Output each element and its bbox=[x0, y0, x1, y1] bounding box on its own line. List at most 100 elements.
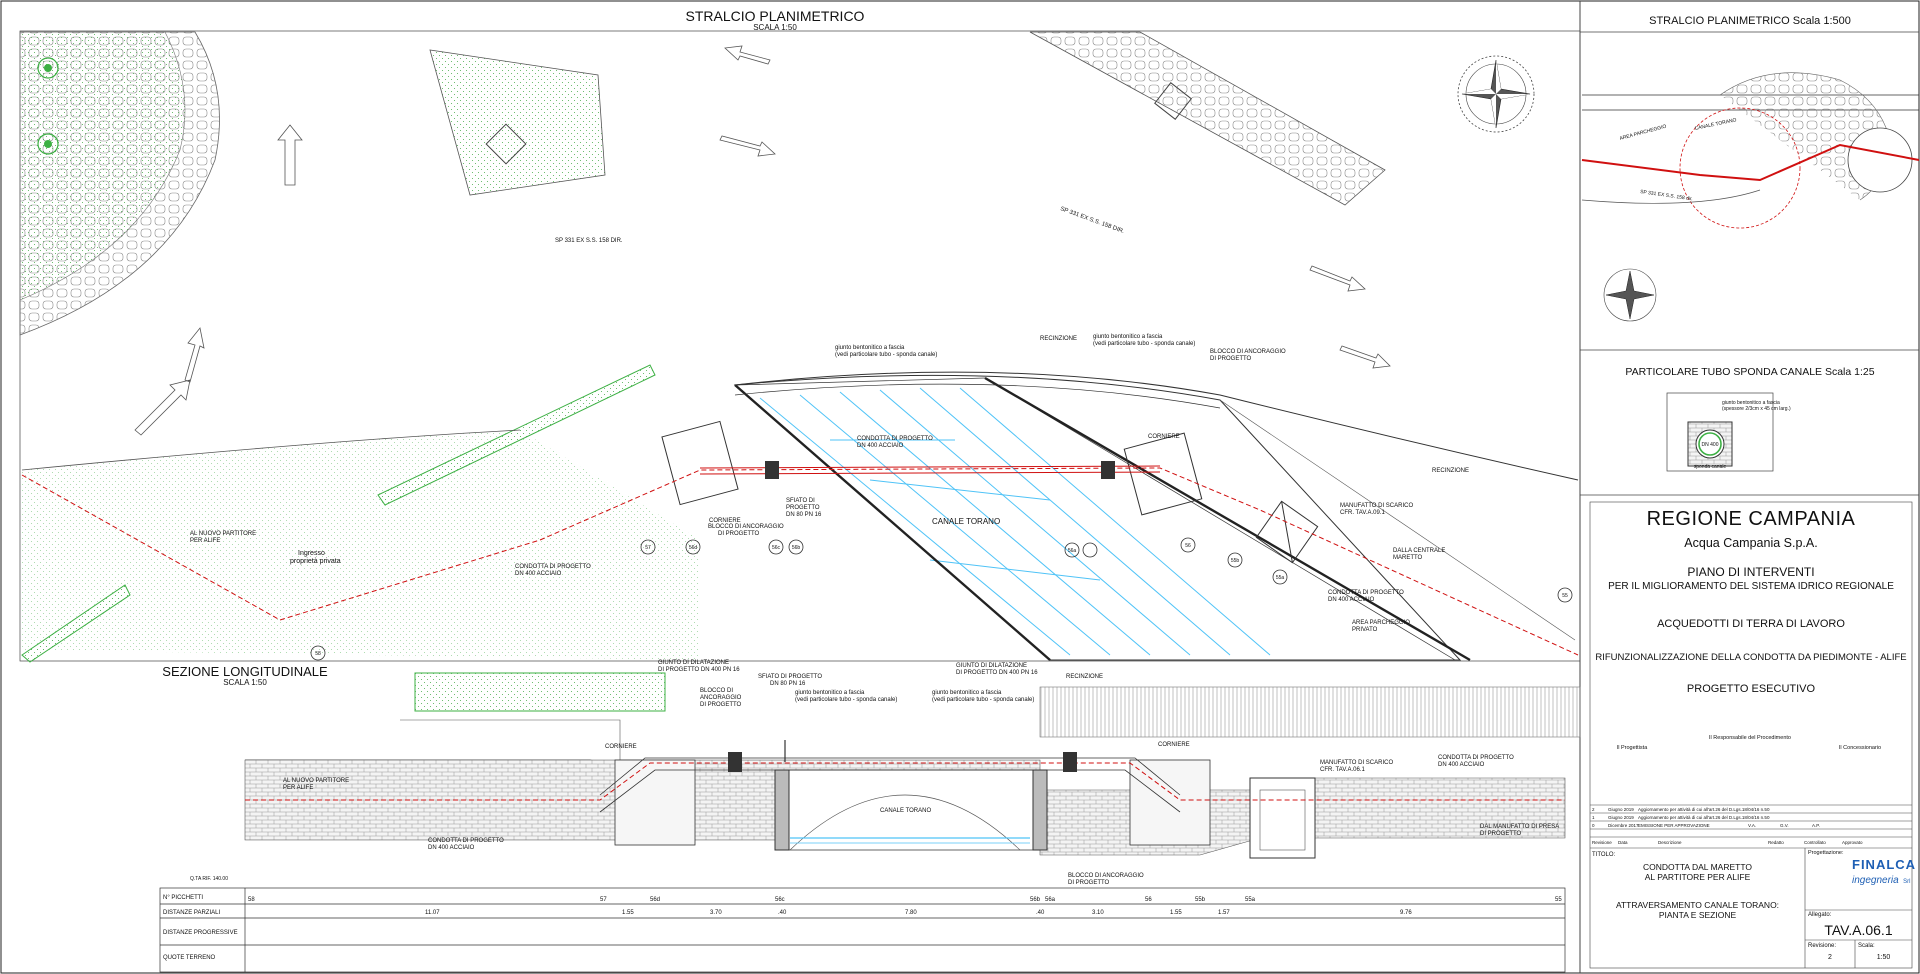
note: SP 331 EX S.S. 158 dir. bbox=[1640, 189, 1693, 202]
rev-desc: Aggiornamento per attività di cui all'ar… bbox=[1638, 815, 1770, 820]
rev-gv: G.V. bbox=[1780, 823, 1789, 828]
picket-value: 56c bbox=[775, 897, 785, 903]
note: DI PROGETTO DN 400 PN 16 bbox=[956, 670, 1038, 676]
note: DALLA CENTRALE bbox=[1393, 548, 1445, 554]
rev-desc: Aggiornamento per attività di cui all'ar… bbox=[1638, 807, 1770, 812]
scale-label: Scala: bbox=[1858, 943, 1875, 949]
note: BLOCCO DI bbox=[700, 688, 733, 694]
section-scale: SCALA 1:50 bbox=[223, 678, 267, 687]
north-arrow-icon bbox=[1603, 268, 1657, 322]
titolo-line: CONDOTTA DAL MARETTO bbox=[1643, 862, 1752, 872]
note: proprietà privata bbox=[290, 558, 341, 565]
picket-value: 55 bbox=[1555, 897, 1562, 903]
note: BLOCCO DI ANCORAGGIO bbox=[1210, 349, 1286, 355]
note: DN 400 bbox=[1702, 442, 1719, 448]
note: GIUNTO DI DILATAZIONE bbox=[658, 660, 729, 666]
side-plan-title: STRALCIO PLANIMETRICO Scala 1:500 bbox=[1649, 15, 1851, 27]
aqueduct-name: ACQUEDOTTI DI TERRA DI LAVORO bbox=[1657, 618, 1845, 630]
north-arrow-icon bbox=[1457, 55, 1535, 133]
picket-label: 58 bbox=[315, 651, 321, 657]
picket-value: 55a bbox=[1245, 897, 1256, 903]
note: CONDOTTA DI PROGETTO bbox=[857, 436, 933, 442]
road-label: SP 331 EX S.S. 158 DIR. bbox=[555, 238, 623, 244]
note: Q.TA RIF. 140.00 bbox=[190, 876, 228, 882]
rev-head-date: Data bbox=[1618, 840, 1628, 845]
picket-label: 55 bbox=[1562, 593, 1568, 599]
note: Ingresso bbox=[298, 550, 325, 557]
picket-value: 58 bbox=[248, 897, 255, 903]
titolo-label: TITOLO: bbox=[1592, 852, 1616, 858]
note: CORNIERE bbox=[709, 518, 741, 524]
note: (vedi particolare tubo - sponda canale) bbox=[1093, 341, 1195, 347]
revision-value: 2 bbox=[1828, 954, 1832, 961]
note: MANUFATTO DI SCARICO bbox=[1340, 503, 1413, 509]
note: CORNIERE bbox=[605, 744, 637, 750]
note: giunto bentonitico a fascia bbox=[1722, 400, 1780, 406]
distance-value: 3.70 bbox=[710, 910, 722, 916]
note: CONDOTTA DI PROGETTO bbox=[428, 838, 504, 844]
picket-label: 56 bbox=[1185, 543, 1191, 549]
rev-date: Dicembre 2017 bbox=[1608, 823, 1639, 828]
note: AL NUOVO PARTITORE bbox=[283, 778, 349, 784]
note: PRIVATO bbox=[1352, 627, 1378, 633]
note: MARETTO bbox=[1393, 555, 1423, 561]
note: sponda canale bbox=[1694, 464, 1727, 470]
note: AREA PARCHEGGIO bbox=[1619, 124, 1667, 142]
distance-value: 3.10 bbox=[1092, 910, 1104, 916]
distance-value: 7.80 bbox=[905, 910, 917, 916]
rev-ap: A.P. bbox=[1812, 823, 1820, 828]
note: DI PROGETTO bbox=[700, 702, 742, 708]
note: CORNIERE bbox=[1148, 434, 1180, 440]
side-plan bbox=[1581, 72, 1920, 322]
picket-value: 55b bbox=[1195, 897, 1206, 903]
note: DAL MANUFATTO DI PRESA bbox=[1480, 824, 1559, 830]
road-label: SP 331 EX S.S. 158 DIR. bbox=[1059, 206, 1125, 235]
titolo-line: AL PARTITORE PER ALIFE bbox=[1644, 872, 1751, 882]
note: (vedi particolare tubo - sponda canale) bbox=[835, 352, 937, 358]
rev-date: Giugno 2019 bbox=[1608, 815, 1634, 820]
picket-value: 56d bbox=[650, 897, 660, 903]
note: giunto bentonitico a fascia bbox=[835, 345, 905, 351]
detail-title: PARTICOLARE TUBO SPONDA CANALE Scala 1:2… bbox=[1625, 366, 1874, 378]
progettazione-label: Progettazione: bbox=[1808, 850, 1844, 856]
note: DI PROGETTO bbox=[1210, 356, 1252, 362]
logo-text: FINALCA bbox=[1852, 857, 1917, 872]
distance-value: .40 bbox=[778, 910, 787, 916]
note: (vedi particolare tubo - sponda canale) bbox=[795, 697, 897, 703]
rev-head-r: Redatto bbox=[1768, 840, 1784, 845]
distance-value: 9.76 bbox=[1400, 910, 1412, 916]
note: DN 400 ACCIAIO bbox=[1438, 762, 1485, 768]
drawing-number: TAV.A.06.1 bbox=[1824, 922, 1893, 938]
note: DI PROGETTO bbox=[1480, 831, 1522, 837]
canal-label: CANALE TORANO bbox=[880, 808, 931, 814]
rev-head-a: Approvato bbox=[1842, 840, 1863, 845]
pipe-detail bbox=[1666, 392, 1774, 472]
longitudinal-section bbox=[244, 672, 1581, 859]
note: DN 400 ACCIAIO bbox=[857, 443, 904, 449]
note: PER ALIFE bbox=[190, 538, 220, 544]
distance-value: 1.55 bbox=[1170, 910, 1182, 916]
picket-label: 57 bbox=[645, 545, 651, 551]
picket-label: 56b bbox=[792, 545, 801, 551]
note: PROGETTO bbox=[786, 505, 820, 511]
note: ANCORAGGIO bbox=[700, 695, 742, 701]
note: DN 80 PN 16 bbox=[770, 681, 806, 687]
project-name: RIFUNZIONALIZZAZIONE DELLA CONDOTTA DA P… bbox=[1595, 652, 1907, 663]
note: giunto bentonitico a fascia bbox=[795, 690, 865, 696]
section-title: SEZIONE LONGITUDINALE bbox=[162, 664, 328, 679]
row-label: N° PICCHETTI bbox=[163, 895, 203, 901]
note: MANUFATTO DI SCARICO bbox=[1320, 760, 1393, 766]
picket-label: 56c bbox=[772, 545, 781, 551]
row-label: DISTANZE PARZIALI bbox=[163, 910, 220, 916]
note: giunto bentonitico a fascia bbox=[932, 690, 1002, 696]
note: DI PROGETTO DN 400 PN 16 bbox=[658, 667, 740, 673]
plan-name: PIANO DI INTERVENTI bbox=[1687, 565, 1815, 579]
note: DN 400 ACCIAIO bbox=[428, 845, 475, 851]
picket-value: 57 bbox=[600, 897, 607, 903]
note: CONDOTTA DI PROGETTO bbox=[515, 564, 591, 570]
scale-value: 1:50 bbox=[1876, 954, 1891, 961]
